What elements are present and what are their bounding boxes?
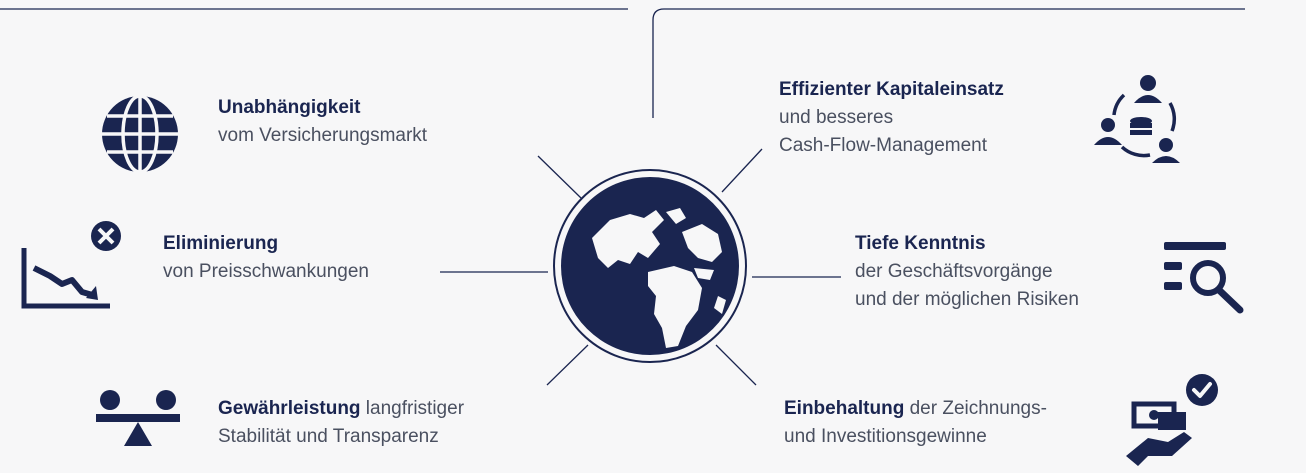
item-capital-text-1: und besseres [779,107,894,128]
item-retention-title: Einbehaltung [784,398,905,419]
connector-bottom-right [715,344,757,386]
item-capital: Effizienter Kapitaleinsatz und besseres … [779,76,1004,160]
item-retention-text: und Investitionsgewinne [784,426,987,447]
document-search-icon [1160,240,1250,319]
item-capital-title: Effizienter Kapitaleinsatz [779,79,1004,100]
top-right-rule [652,8,1245,118]
globe-grid-icon [100,94,180,179]
item-stability: Gewährleistung langfristiger Stabilität … [218,395,464,451]
item-stability-title: Gewährleistung [218,398,361,419]
item-independence-text: vom Versicherungsmarkt [218,125,428,146]
item-knowledge: Tiefe Kenntnis der Geschäftsvorgänge und… [855,230,1079,314]
falling-chart-cancel-icon [20,218,128,315]
item-stability-title-rest: langfristiger [360,398,465,419]
item-knowledge-text-2: und der möglichen Risiken [855,289,1079,310]
team-database-cycle-icon [1094,73,1180,168]
connector-top-right [721,148,763,193]
connector-top-left [537,155,582,199]
balance-scale-icon [96,388,180,453]
item-knowledge-title: Tiefe Kenntnis [855,233,986,254]
item-knowledge-text-1: der Geschäftsvorgänge [855,261,1053,282]
item-elimination-title: Eliminierung [163,233,279,254]
money-hand-check-icon [1124,372,1220,473]
item-retention-heading: Einbehaltung der Zeichnungs- [784,395,1047,423]
item-independence: Unabhängigkeit vom Versicherungsmarkt [218,94,427,150]
item-capital-text-2: Cash-Flow-Management [779,135,988,156]
item-retention: Einbehaltung der Zeichnungs- und Investi… [784,395,1047,451]
globe-icon [552,168,748,364]
item-independence-title: Unabhängigkeit [218,97,361,118]
item-elimination-text: von Preisschwankungen [163,261,369,282]
connector-bottom-left [546,344,589,386]
item-stability-text: Stabilität und Transparenz [218,426,439,447]
item-stability-heading: Gewährleistung langfristiger [218,395,464,423]
item-retention-title-rest: der Zeichnungs- [904,398,1047,419]
item-elimination: Eliminierung von Preisschwankungen [163,230,369,286]
